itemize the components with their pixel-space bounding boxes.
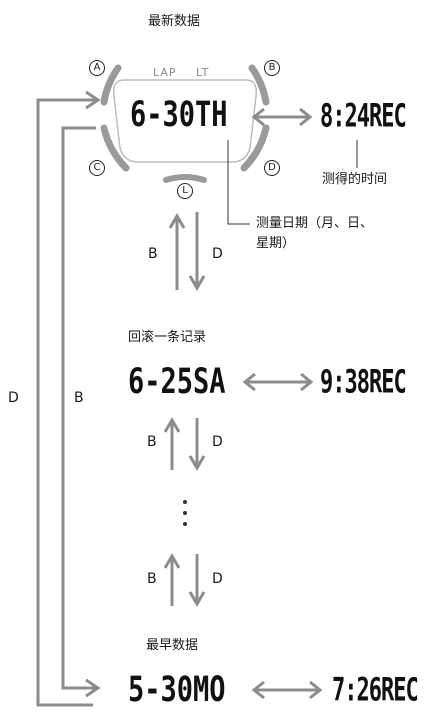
heading-newest: 最新数据 — [148, 14, 201, 29]
display-scroll-date: 6-25SA — [128, 362, 226, 403]
annotation-date-measured-line1: 测量日期（月、日、 — [256, 216, 374, 231]
button-a-marker: A — [89, 60, 105, 76]
ellipsis-dot-3 — [183, 522, 187, 526]
loop-d-label: D — [8, 390, 19, 406]
display-scroll-time: 9:38REC — [320, 365, 407, 402]
watch-bezel — [100, 64, 270, 172]
annotation-time-measured: 测得的时间 — [322, 172, 388, 187]
ellipsis-dot-1 — [183, 500, 187, 504]
loop-b-label: B — [74, 390, 84, 406]
letter-d-1: D — [212, 246, 223, 262]
lt-label: LT — [196, 66, 210, 79]
letter-b-2: B — [147, 434, 157, 450]
display-newest-time: 8:24REC — [320, 99, 407, 136]
letter-b-1: B — [148, 246, 158, 262]
display-oldest-date: 5-30MO — [128, 670, 226, 711]
loop-d — [36, 98, 96, 707]
watch-screen — [112, 79, 258, 163]
button-l-marker: L — [177, 183, 193, 199]
heading-scroll: 回滚一条记录 — [128, 330, 207, 345]
heading-oldest: 最早数据 — [146, 638, 199, 653]
annotation-date-measured-line2: 星期） — [256, 236, 296, 251]
button-b-marker: B — [264, 60, 280, 76]
ellipsis-dot-2 — [183, 511, 187, 515]
button-c-marker: C — [89, 160, 105, 176]
letter-d-2: D — [212, 434, 223, 450]
callout-date — [227, 140, 250, 225]
button-d-marker: D — [264, 160, 280, 176]
l-button-bar — [163, 174, 207, 183]
loop-b — [61, 126, 96, 690]
display-newest-date: 6-30TH — [130, 95, 228, 136]
display-oldest-time: 7:26REC — [332, 673, 419, 710]
lap-label: LAP — [153, 66, 177, 79]
letter-b-3: B — [147, 571, 157, 587]
letter-d-3: D — [212, 571, 223, 587]
